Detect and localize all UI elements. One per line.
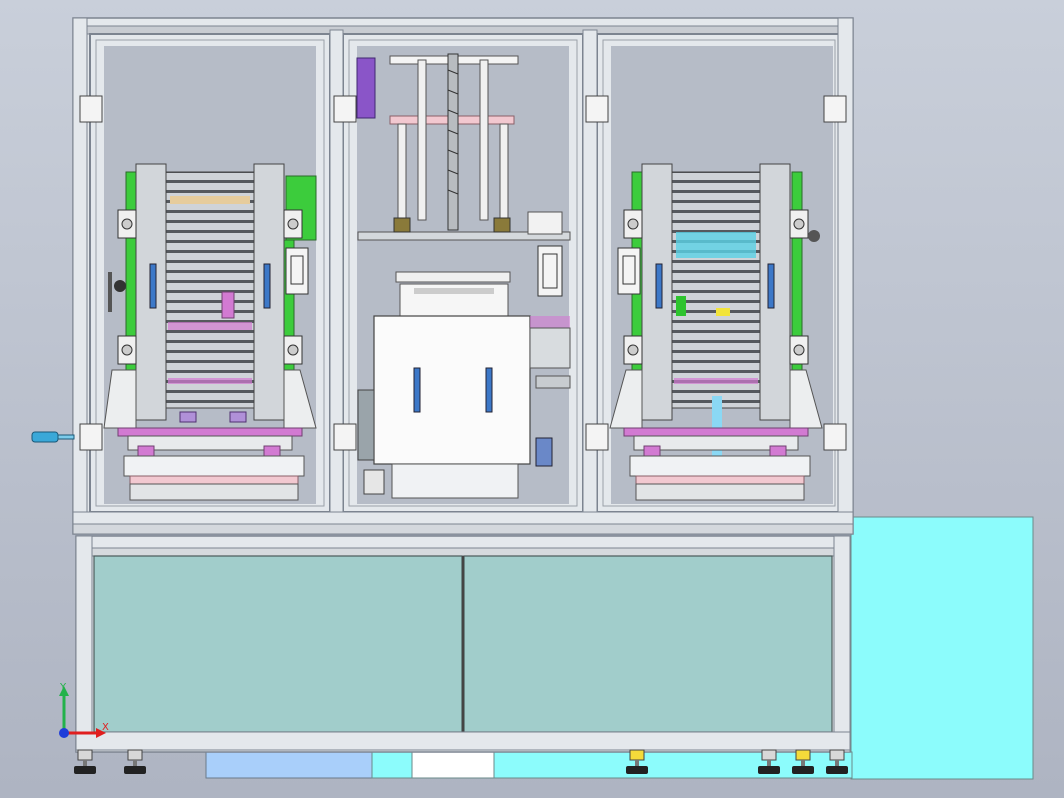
- cabinet-panel-right[interactable]: [463, 555, 833, 733]
- right-magazine-module: [609, 163, 823, 501]
- lower-cabinet: [75, 535, 851, 753]
- center-housing: [373, 315, 531, 465]
- z-axis-dot: [59, 728, 69, 738]
- door-handle-left[interactable]: [108, 272, 112, 312]
- y-axis-arrowhead: [59, 686, 69, 696]
- leveling-feet: [74, 749, 848, 774]
- x-axis-arrowhead: [96, 728, 106, 738]
- y-axis-label: Y: [59, 682, 67, 693]
- cyan-side-block: [850, 516, 1034, 780]
- x-axis-label: X: [102, 722, 109, 733]
- cyan-floor-block-left: [371, 751, 413, 779]
- cyan-floor-block-right: [493, 751, 853, 779]
- center-lift-module: [356, 53, 571, 499]
- left-magazine-module: [103, 163, 317, 501]
- light-blue-floor-block: [205, 751, 373, 779]
- air-fitting: [31, 431, 75, 443]
- cabinet-panel-left[interactable]: [93, 555, 463, 733]
- white-floor-block: [411, 751, 495, 779]
- axis-triad[interactable]: Y X: [59, 682, 109, 738]
